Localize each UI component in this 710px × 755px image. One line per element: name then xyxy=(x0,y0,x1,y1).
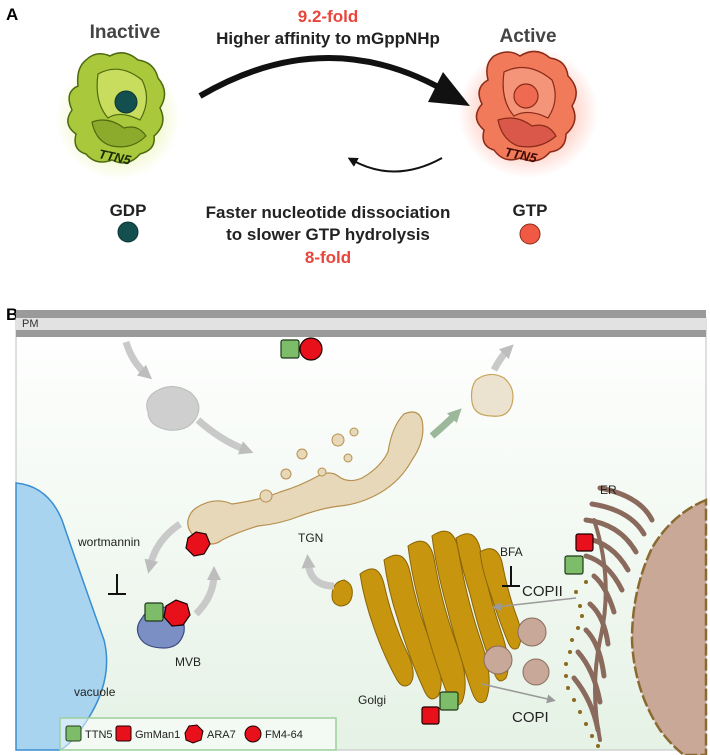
legend: TTN5 GmMan1 ARA7 FM4-64 xyxy=(59,717,337,751)
arrow-mvb-to-tgn xyxy=(193,566,221,617)
legend-fm4-64-label: FM4-64 xyxy=(265,729,303,741)
active-label: Active xyxy=(499,26,556,47)
gtp-icon xyxy=(519,223,541,245)
legend-gmman1-label: GmMan1 xyxy=(135,729,180,741)
ara7-marker-mvb-icon xyxy=(163,599,191,627)
copii-label: COPII xyxy=(522,583,563,600)
fm4-64-marker-pm-icon xyxy=(299,337,323,361)
arrow-golgi-to-er xyxy=(481,683,556,704)
ttn5-inactive-label: TTN5 xyxy=(97,146,133,168)
tgn-label: TGN xyxy=(298,531,323,545)
endosome-vesicle xyxy=(146,386,200,431)
bfa-label: BFA xyxy=(500,545,523,559)
er xyxy=(571,485,655,742)
plasma-membrane xyxy=(16,310,706,337)
ttn5-active-protein: TTN5 xyxy=(458,46,598,178)
legend-ttn5-label: TTN5 xyxy=(85,729,113,741)
forward-description: Higher affinity to mGppNHp xyxy=(216,29,440,48)
gmman1-marker-golgi-icon xyxy=(421,706,440,725)
mvb-label: MVB xyxy=(175,655,201,669)
er-label: ER xyxy=(600,483,617,497)
ttn5-inactive-protein: TTN5 xyxy=(56,52,180,180)
golgi-label: Golgi xyxy=(358,693,386,707)
arrow-pm-to-endosome xyxy=(122,340,153,380)
legend-ara7-label: ARA7 xyxy=(207,729,236,741)
gtp-bound-icon xyxy=(513,83,539,109)
forward-arrowhead-icon xyxy=(428,72,470,106)
ttn5-marker-pm-icon xyxy=(280,339,300,359)
reverse-description-line2: to slower GTP hydrolysis xyxy=(226,225,430,244)
secretory-vesicle xyxy=(470,373,514,417)
er-ribosomes xyxy=(564,580,600,748)
ttn5-marker-er-icon xyxy=(564,555,584,575)
ttn5-marker-mvb-icon xyxy=(144,602,164,622)
gtp-label: GTP xyxy=(513,201,548,220)
copi-vesicle-2 xyxy=(483,645,513,675)
nucleus xyxy=(630,498,708,755)
ara7-marker-tgn-icon xyxy=(185,531,211,557)
forward-arrow xyxy=(198,55,456,99)
reverse-description-line1: Faster nucleotide dissociation xyxy=(206,203,451,222)
gdp-bound-icon xyxy=(114,90,138,114)
reverse-arrow xyxy=(347,157,443,173)
gmman1-marker-er-icon xyxy=(575,533,594,552)
wortmannin-label: wortmannin xyxy=(77,535,140,549)
bfa-inhibition-icon xyxy=(502,566,520,587)
panel-b-label: B xyxy=(6,305,18,324)
ttn5-marker-golgi-icon xyxy=(439,691,459,711)
copi-vesicle-3 xyxy=(522,658,550,686)
forward-fold-label: 9.2-fold xyxy=(298,7,358,26)
tgn xyxy=(187,411,424,545)
legend-gmman1-icon xyxy=(115,725,132,742)
legend-ara7-icon xyxy=(184,724,204,744)
panel-a-label: A xyxy=(6,5,18,24)
arrow-golgi-to-tgn xyxy=(301,554,335,590)
golgi xyxy=(331,530,522,707)
vacuole-label: vacuole xyxy=(74,685,116,699)
panel-b-frame xyxy=(15,317,707,751)
wortmannin-inhibition-icon xyxy=(108,574,126,595)
copi-label: COPI xyxy=(512,709,549,726)
pm-label: PM xyxy=(22,318,39,330)
reverse-fold-label: 8-fold xyxy=(305,248,351,267)
legend-fm4-64-icon xyxy=(244,725,262,743)
arrow-er-to-golgi xyxy=(492,597,577,611)
arrow-tgn-to-mvb xyxy=(144,521,183,574)
gdp-icon xyxy=(117,221,139,243)
copi-vesicle-1 xyxy=(517,617,547,647)
arrow-tgn-to-vesicle xyxy=(429,408,462,439)
gdp-label: GDP xyxy=(110,201,147,220)
legend-ttn5-icon xyxy=(65,725,82,742)
ttn5-active-label: TTN5 xyxy=(503,144,539,166)
inactive-label: Inactive xyxy=(90,22,161,43)
arrow-endosome-to-tgn xyxy=(195,417,254,455)
arrow-vesicle-to-pm xyxy=(490,344,514,372)
